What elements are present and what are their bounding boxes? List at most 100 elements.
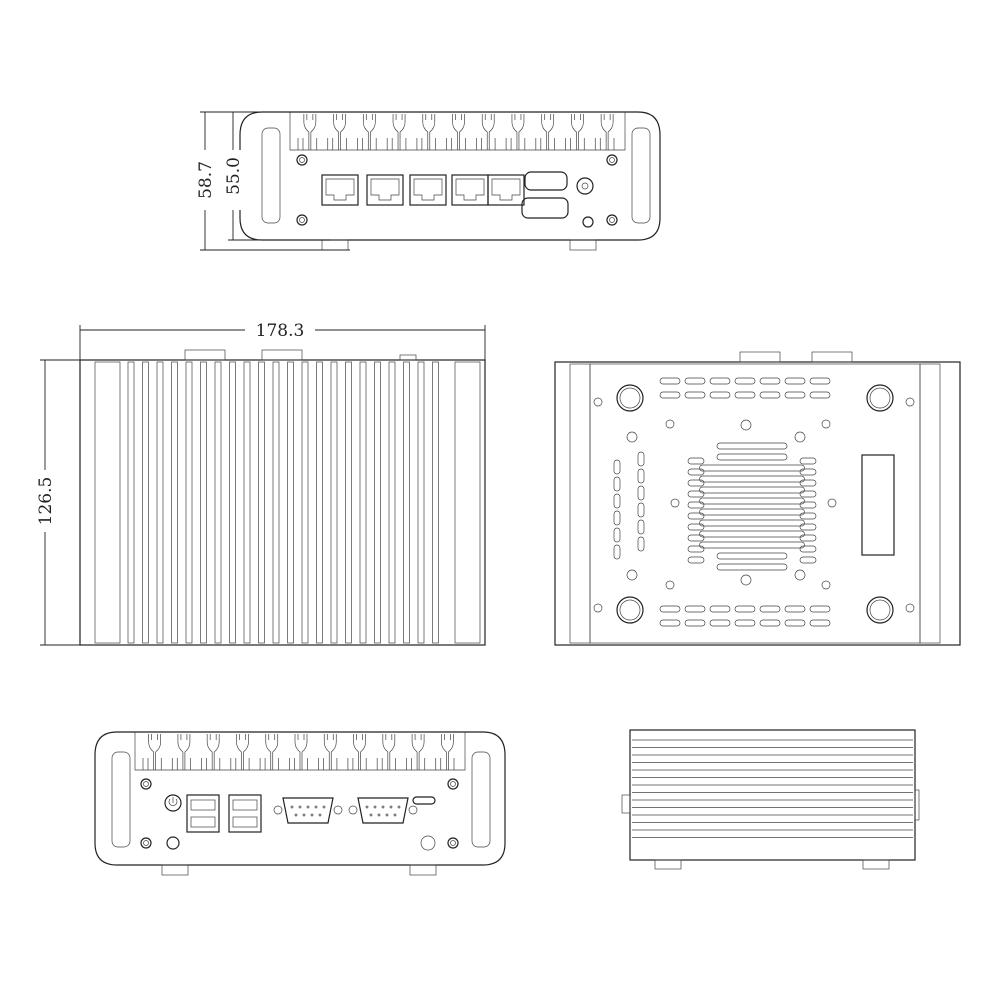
rj45-port: [366, 174, 404, 206]
vent-slot: [734, 391, 756, 399]
vent-slot: [637, 519, 645, 535]
heatsink-fin-short: [297, 138, 318, 150]
heatsink-fin: [571, 114, 584, 150]
heatsink-fin-top: [316, 361, 323, 644]
heatsink-fin: [303, 114, 317, 150]
vent-slot: [687, 512, 705, 520]
screw-icon: [821, 580, 831, 590]
vent-slot: [699, 508, 805, 516]
bottom-left-endcap: [569, 363, 591, 644]
heatsink-fin-top: [200, 361, 207, 644]
heatsink-fin-top: [432, 361, 439, 644]
screw-icon: [296, 154, 308, 166]
heatsink-fin: [422, 114, 436, 150]
heatsink-fin: [441, 734, 454, 770]
front-body-outline: [239, 111, 661, 241]
mount-hole: [794, 431, 806, 443]
usb-stack-2: [228, 794, 262, 833]
heatsink-fin-top: [388, 361, 396, 644]
serial-pin: [306, 805, 310, 809]
rj45-socket: [455, 178, 485, 201]
screw-center: [450, 840, 456, 846]
heatsink-fin: [392, 114, 406, 150]
vent-slot: [637, 502, 645, 518]
heatsink-fin-short: [505, 138, 526, 150]
vent-slot: [716, 453, 788, 461]
front-right-rail: [631, 127, 651, 224]
serial-pin: [314, 805, 318, 809]
serial-pin: [298, 805, 302, 809]
heatsink-fin-top: [258, 361, 265, 644]
side-foot-right: [862, 859, 890, 870]
rear-left-rail: [111, 751, 131, 848]
vent-slot: [799, 501, 817, 509]
serial-pin: [381, 805, 385, 809]
rubber-foot: [616, 596, 644, 624]
rj45-socket: [370, 178, 400, 201]
heatsink-fin: [452, 114, 465, 150]
power-icon: [168, 797, 178, 806]
heatsink-fin-short: [289, 758, 308, 770]
serial-pin: [365, 805, 369, 809]
heatsink-fin: [294, 734, 308, 770]
heatsink-fin: [481, 114, 495, 150]
side-connector-protrusion-right: [914, 789, 920, 821]
usb-port: [232, 799, 258, 811]
vent-slot: [613, 459, 621, 475]
vent-slot: [699, 530, 805, 538]
serial-screw: [273, 805, 283, 815]
mount-hole: [626, 569, 638, 581]
vent-slot: [709, 391, 731, 399]
rj45-socket: [491, 178, 521, 201]
vent-slot: [809, 391, 831, 399]
usb-port: [190, 816, 216, 828]
heatsink-fin-top: [359, 361, 367, 644]
screw-icon: [140, 837, 152, 849]
heatsink-fin: [411, 734, 425, 770]
vent-slot: [784, 391, 806, 399]
vent-slot: [699, 486, 805, 494]
heatsink-fin-short: [201, 758, 221, 770]
overall-height-label: 58.7: [196, 161, 216, 199]
serial-pin: [318, 813, 322, 817]
heatsink-fin-short: [376, 758, 396, 770]
front-foot-left: [321, 239, 349, 251]
vent-slot: [699, 464, 805, 472]
top-left-endcap: [94, 361, 121, 644]
top-right-endcap: [454, 361, 481, 644]
rj45-port: [321, 174, 359, 206]
bottom-right-endcap: [919, 363, 941, 644]
screw-center: [299, 217, 305, 223]
vent-slot: [637, 451, 645, 467]
serial-pin: [302, 813, 306, 817]
vent-slot: [759, 619, 781, 627]
screw-center: [450, 781, 456, 787]
heatsink-fin: [600, 114, 614, 150]
mount-hole: [740, 419, 752, 431]
vent-slot: [734, 619, 756, 627]
heatsink-fin: [541, 114, 555, 150]
heatsink-fin-top: [272, 361, 280, 644]
screw-center: [299, 157, 305, 163]
hdmi-port: [524, 171, 568, 191]
screw-icon: [821, 419, 831, 429]
width-depth-dimensions: 178.3 126.5: [33, 318, 486, 646]
vent-slot: [699, 519, 805, 527]
vent-slot: [687, 501, 705, 509]
side-view: [621, 729, 920, 870]
serial-pin: [294, 813, 298, 817]
vent-slot: [613, 510, 621, 526]
heatsink-fin-top: [185, 361, 193, 644]
width-label: 178.3: [256, 321, 305, 341]
heatsink-fin: [236, 734, 249, 770]
rj45-port: [487, 174, 525, 206]
heatsink-fin: [333, 114, 346, 150]
serial-port: [282, 797, 334, 824]
bottom-plate: [589, 363, 921, 644]
screw-center: [609, 217, 615, 223]
vent-slot: [684, 377, 706, 385]
vent-slot: [637, 468, 645, 484]
rubber-foot-inner: [869, 599, 891, 621]
screw-icon: [140, 778, 152, 790]
